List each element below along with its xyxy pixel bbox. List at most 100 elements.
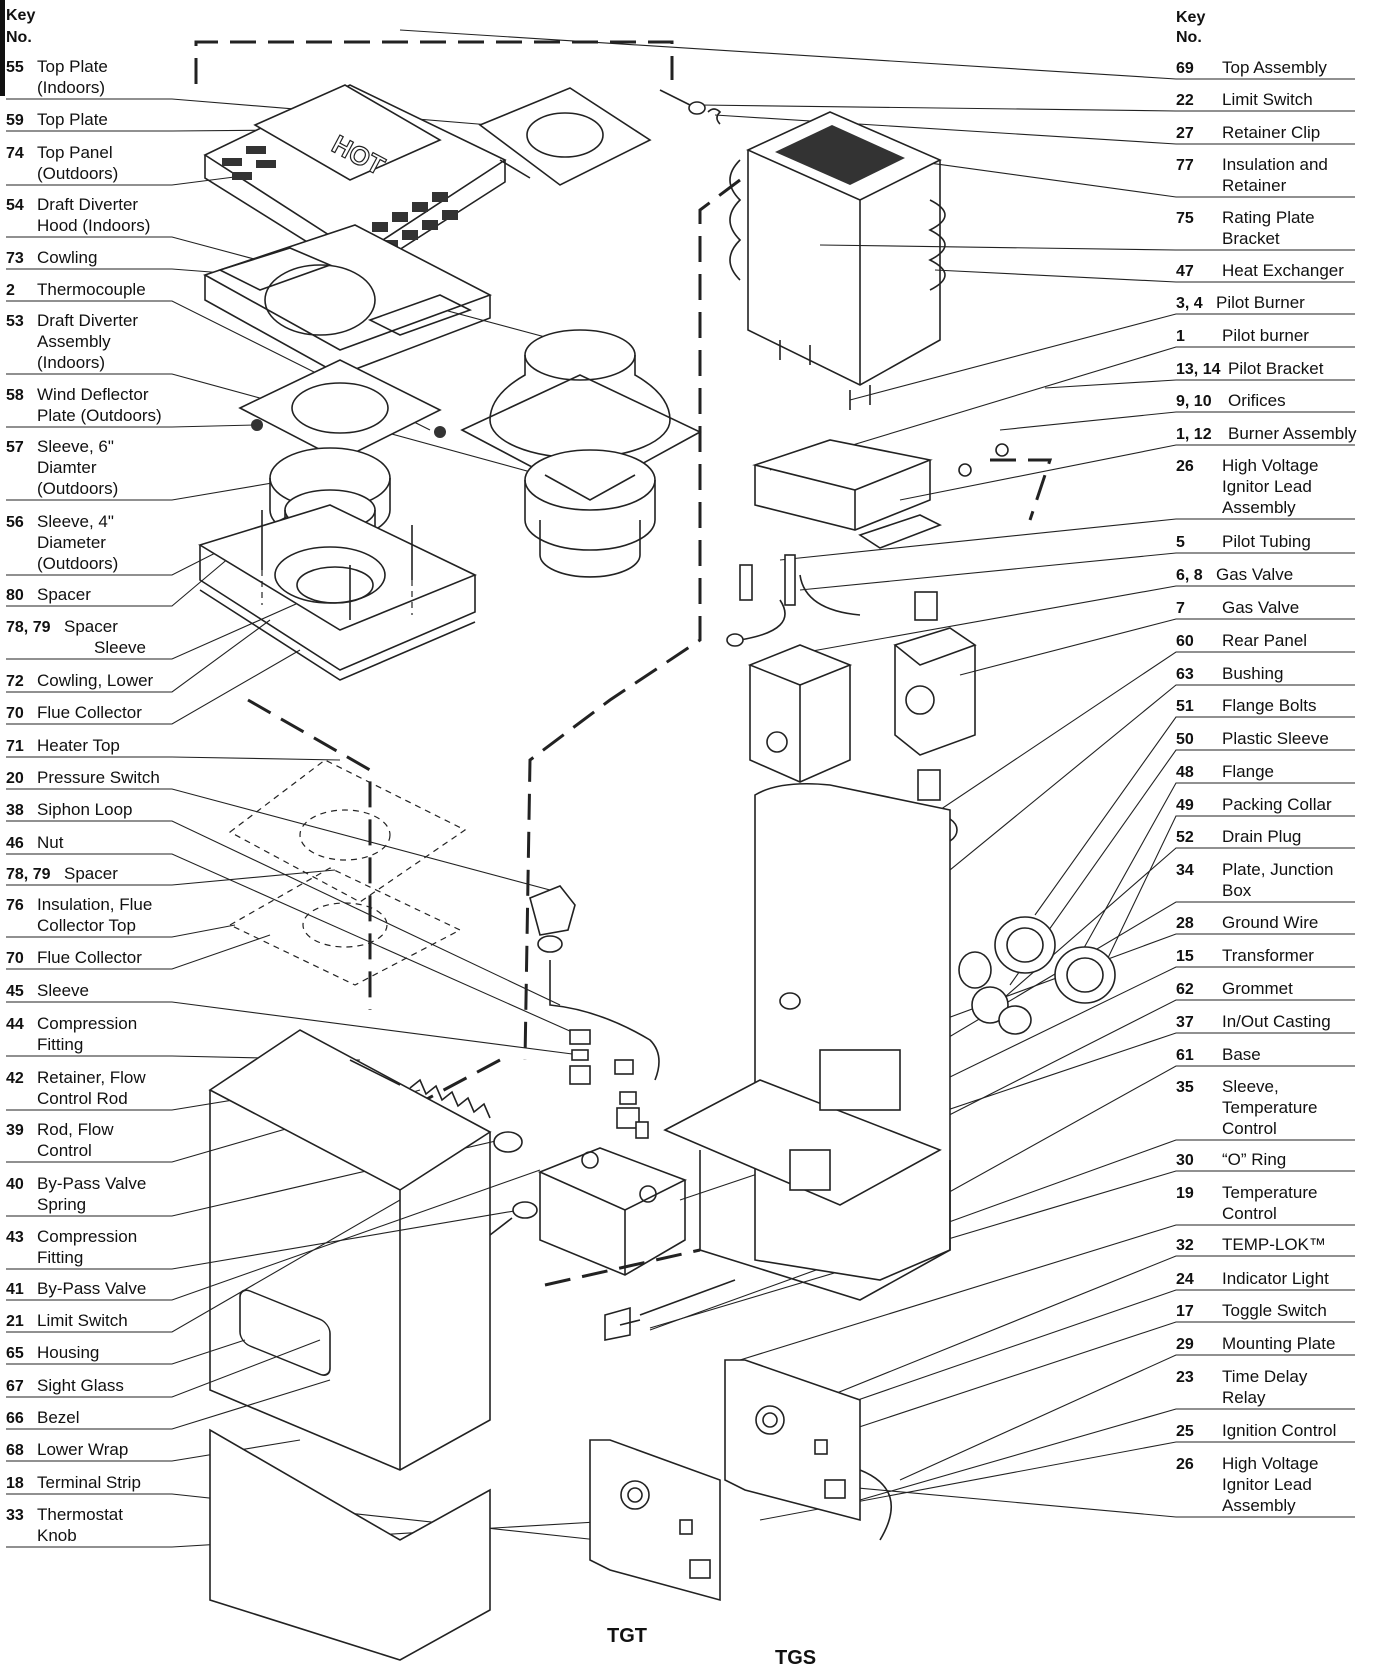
part-label: Retainer Clip <box>1222 123 1320 142</box>
key-number: 41 <box>6 1281 24 1298</box>
part-label: Heat Exchanger <box>1222 261 1344 280</box>
key-number: 37 <box>1176 1014 1194 1031</box>
key-number: 56 <box>6 514 24 531</box>
part-label: Limit Switch <box>37 1311 128 1330</box>
leader-line <box>899 1354 1355 1481</box>
key-number: 20 <box>6 770 24 787</box>
key-number: 71 <box>6 738 24 755</box>
base <box>663 992 951 1301</box>
key-number: 34 <box>1176 862 1194 879</box>
part-label: Control Rod <box>37 1089 128 1108</box>
part-label: Toggle Switch <box>1222 1301 1327 1320</box>
part-label: Terminal Strip <box>37 1473 141 1492</box>
part-label: Hood (Indoors) <box>37 216 150 235</box>
part-label: By-Pass Valve <box>37 1174 146 1193</box>
key-number: 42 <box>6 1070 24 1087</box>
part-label: Orifices <box>1228 391 1286 410</box>
leader-line <box>6 424 256 428</box>
cowling <box>203 224 492 376</box>
key-number: 60 <box>1176 633 1194 650</box>
leader-line <box>6 924 236 938</box>
part-label: Burner Assembly <box>1228 424 1357 443</box>
part-label: Temperature <box>1222 1098 1317 1117</box>
leader-line <box>1034 716 1355 916</box>
part-label: Sleeve, 6" <box>37 437 114 456</box>
key-number: 66 <box>6 1410 24 1427</box>
key-number: 25 <box>1176 1423 1194 1440</box>
part-label: Ignitor Lead <box>1222 1475 1312 1494</box>
flow-control-rod-spring <box>349 1059 538 1236</box>
leader-line <box>889 1065 1355 1226</box>
part-label: Assembly <box>37 332 111 351</box>
key-number: 62 <box>1176 981 1194 998</box>
part-label: Cowling <box>37 248 97 267</box>
key-number: 77 <box>1176 157 1194 174</box>
leader-line <box>849 651 1355 871</box>
temperature-control-rod <box>604 1279 736 1341</box>
leader-line <box>859 1408 1355 1501</box>
key-number: 67 <box>6 1378 24 1395</box>
part-label: Lower Wrap <box>37 1440 128 1459</box>
leader-line <box>6 1379 331 1430</box>
part-label: Flange Bolts <box>1222 696 1317 715</box>
part-label: Control <box>1222 1119 1277 1138</box>
key-number: 22 <box>1176 92 1194 109</box>
part-label: Pilot Burner <box>1216 293 1305 312</box>
key-number: 28 <box>1176 915 1194 932</box>
part-label: Sleeve <box>37 981 89 1000</box>
part-label: Housing <box>37 1343 99 1362</box>
part-label: Cowling, Lower <box>37 671 154 690</box>
leader-line <box>6 619 271 693</box>
part-label: Bracket <box>1222 229 1280 248</box>
key-number: 2 <box>6 282 15 299</box>
key-number: 9, 10 <box>1176 393 1212 410</box>
part-label: Flange <box>1222 762 1274 781</box>
part-label: Spring <box>37 1195 86 1214</box>
key-number: 75 <box>1176 210 1194 227</box>
key-number: 78, 79 <box>6 866 51 883</box>
leader-line <box>6 1169 541 1301</box>
key-number: 78, 79 <box>6 619 51 636</box>
leader-line <box>6 934 271 970</box>
leader-line <box>399 29 1355 80</box>
part-label: Plate (Outdoors) <box>37 406 162 425</box>
key-number: 68 <box>6 1442 24 1459</box>
key-number: 5 <box>1176 534 1185 551</box>
key-number: 1, 12 <box>1176 426 1212 443</box>
part-label: Wind Deflector <box>37 385 149 404</box>
leader-line <box>769 1255 1355 1421</box>
part-label: Temperature <box>1222 1183 1317 1202</box>
lower-wrap <box>209 1428 491 1661</box>
part-label: (Outdoors) <box>37 479 118 498</box>
key-number: 63 <box>1176 666 1194 683</box>
part-label: Spacer <box>37 585 91 604</box>
leader-line <box>769 1479 1355 1518</box>
flanges <box>958 916 1116 1035</box>
gas-valve-6-8 <box>747 644 853 783</box>
part-label: High Voltage <box>1222 1454 1318 1473</box>
part-label: Bezel <box>37 1408 80 1427</box>
key-number: 45 <box>6 983 24 1000</box>
heat-exchanger <box>729 111 946 410</box>
leader-line <box>849 313 1355 401</box>
